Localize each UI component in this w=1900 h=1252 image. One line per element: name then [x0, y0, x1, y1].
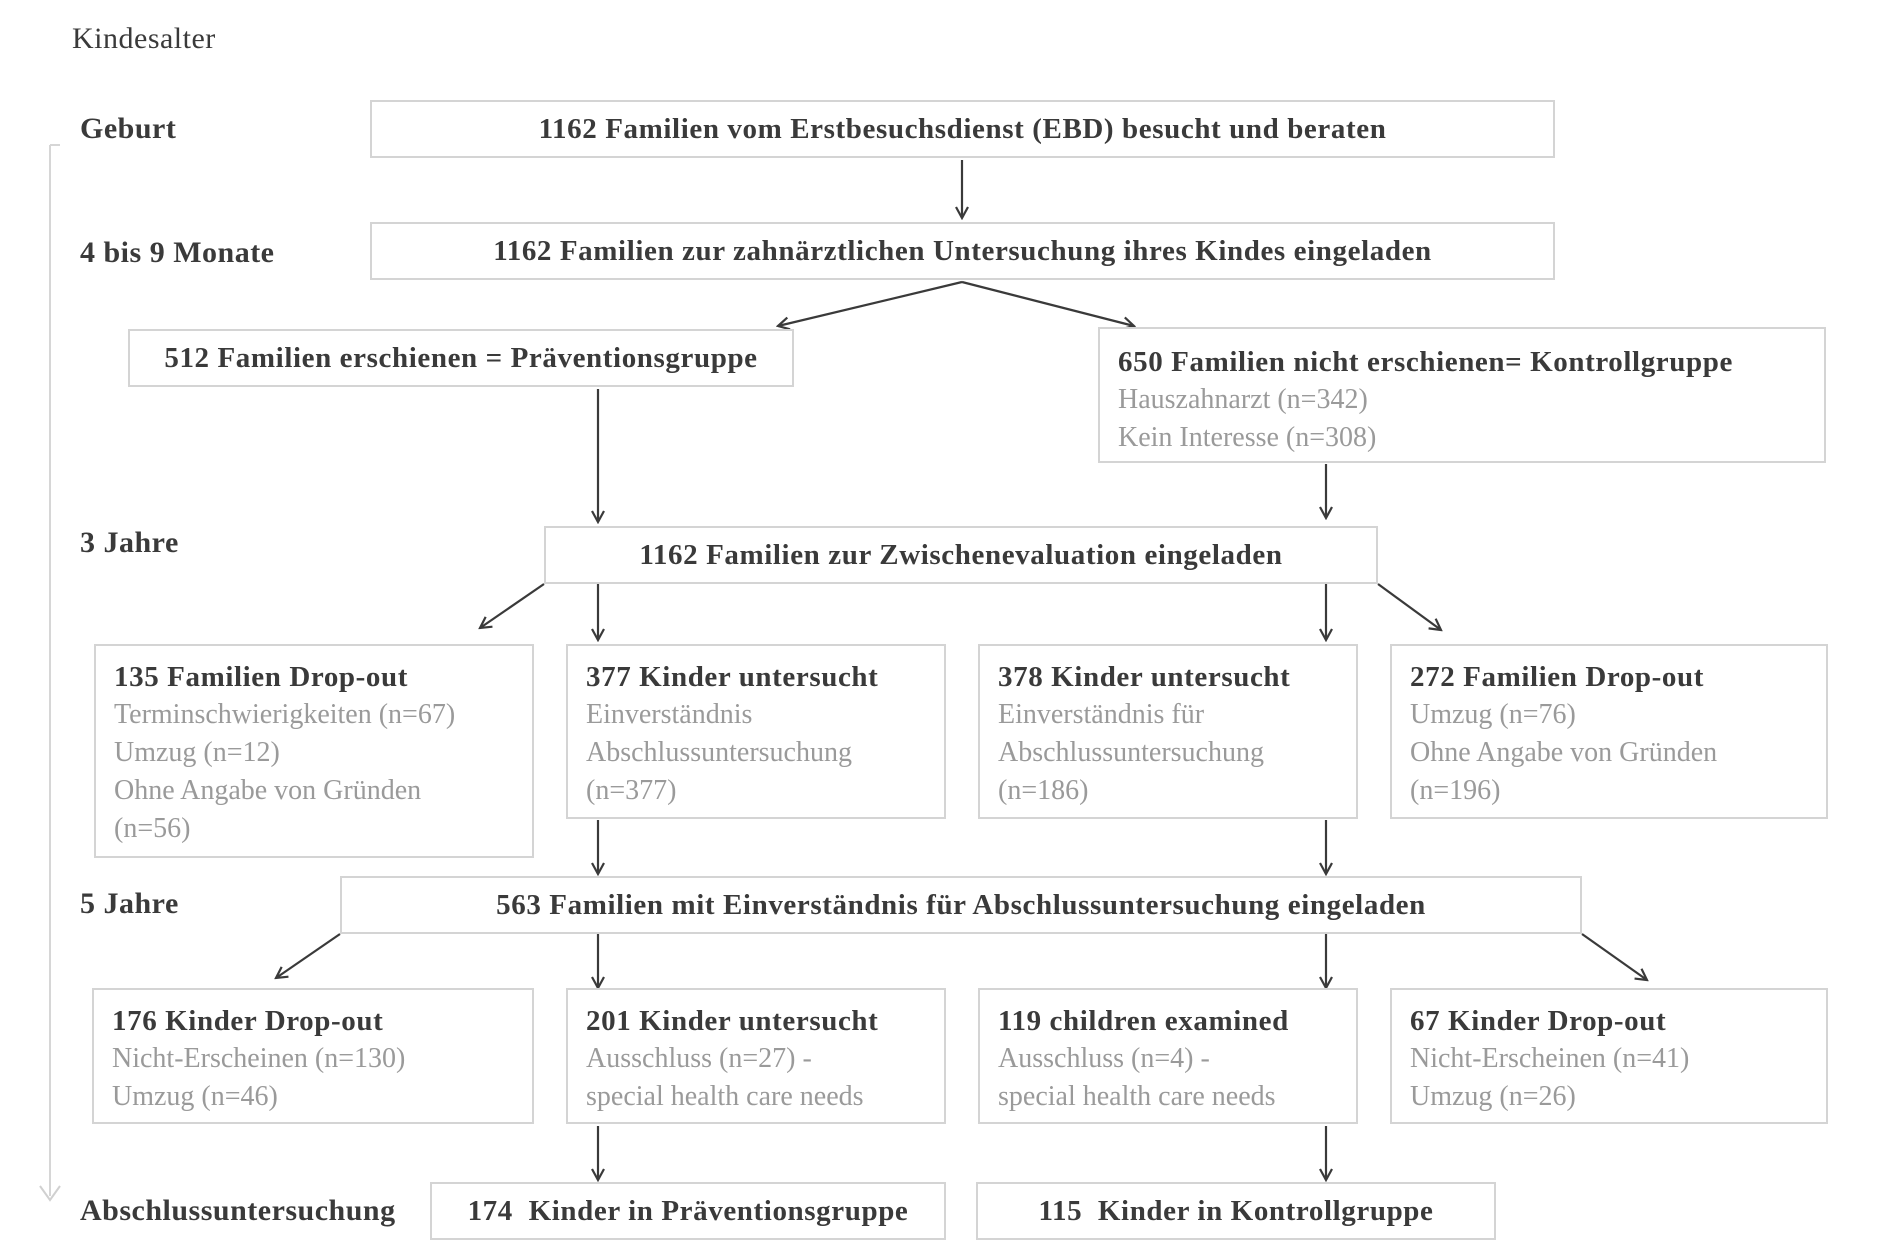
arrow-final-invite-to-dropout-67 [1581, 933, 1647, 980]
box-examined-119: 119 children examined Ausschluss (n=4) -… [978, 988, 1358, 1124]
examined-378-line: Einverständnis für [998, 699, 1205, 730]
examined-378-head: 378 Kinder untersucht [998, 661, 1291, 693]
time-axis-line [49, 144, 60, 1196]
control-group-head: 650 Familien nicht erschienen= Kontrollg… [1118, 346, 1733, 378]
examined-377-line: (n=377) [586, 775, 677, 806]
examined-119-line: special health care needs [998, 1081, 1276, 1112]
examined-378-line: (n=186) [998, 775, 1089, 806]
examined-119-line: Ausschluss (n=4) - [998, 1043, 1210, 1074]
dropout-67-line: Umzug (n=26) [1410, 1081, 1576, 1112]
box-interim-evaluation-text: 1162 Familien zur Zwischenevaluation ein… [639, 538, 1283, 571]
box-examined-378: 378 Kinder untersucht Einverständnis für… [978, 644, 1358, 819]
examined-378-line: Abschlussuntersuchung [998, 737, 1264, 768]
box-examined-201: 201 Kinder untersucht Ausschluss (n=27) … [566, 988, 946, 1124]
stage-label-4-9-months: 4 bis 9 Monate [80, 236, 275, 269]
box-final-control-group: 115 Kinder in Kontrollgruppe [976, 1182, 1496, 1240]
dropout-67-head: 67 Kinder Drop-out [1410, 1005, 1667, 1037]
arrow-interim-to-dropout-272 [1377, 583, 1441, 630]
box-final-exam-invited-text: 563 Familien mit Einverständnis für Absc… [496, 888, 1426, 921]
control-group-line: Kein Interesse (n=308) [1118, 422, 1377, 453]
arrow-invited-to-prevention [778, 280, 963, 326]
arrow-interim-to-dropout-135 [480, 583, 545, 628]
dropout-272-line: Ohne Angabe von Gründen [1410, 737, 1718, 768]
dropout-135-head: 135 Familien Drop-out [114, 661, 409, 693]
arrow-invited-to-control [961, 280, 1134, 326]
box-prevention-group: 512 Familien erschienen = Präventionsgru… [128, 329, 794, 387]
dropout-272-line: Umzug (n=76) [1410, 699, 1576, 730]
dropout-272-head: 272 Familien Drop-out [1410, 661, 1705, 693]
box-final-prevention-group-text: 174 Kinder in Präventionsgruppe [467, 1194, 909, 1227]
examined-377-line: Einverständnis [586, 699, 753, 730]
box-dropout-67: 67 Kinder Drop-out Nicht-Erscheinen (n=4… [1390, 988, 1828, 1124]
axis-title: Kindesalter [72, 22, 216, 55]
dropout-272-line: (n=196) [1410, 775, 1501, 806]
arrow-final-invite-to-dropout-176 [276, 933, 341, 978]
stage-label-birth: Geburt [80, 112, 177, 145]
box-final-prevention-group: 174 Kinder in Präventionsgruppe [430, 1182, 946, 1240]
stage-label-final-exam: Abschlussuntersuchung [80, 1194, 396, 1227]
dropout-135-line: (n=56) [114, 813, 191, 844]
control-group-line: Hauszahnarzt (n=342) [1118, 384, 1368, 415]
dropout-135-line: Ohne Angabe von Gründen [114, 775, 422, 806]
dropout-135-line: Terminschwierigkeiten (n=67) [114, 699, 456, 730]
box-interim-evaluation: 1162 Familien zur Zwischenevaluation ein… [544, 526, 1378, 584]
box-final-control-group-text: 115 Kinder in Kontrollgruppe [1038, 1194, 1434, 1227]
dropout-67-line: Nicht-Erscheinen (n=41) [1410, 1043, 1690, 1074]
box-ebd-visited: 1162 Familien vom Erstbesuchsdienst (EBD… [370, 100, 1555, 158]
examined-201-line: Ausschluss (n=27) - [586, 1043, 812, 1074]
time-axis-arrowhead [39, 1185, 61, 1202]
dropout-176-line: Umzug (n=46) [112, 1081, 278, 1112]
box-ebd-visited-text: 1162 Familien vom Erstbesuchsdienst (EBD… [538, 112, 1387, 145]
box-control-group: 650 Familien nicht erschienen= Kontrollg… [1098, 327, 1826, 463]
examined-377-head: 377 Kinder untersucht [586, 661, 879, 693]
dropout-135-line: Umzug (n=12) [114, 737, 280, 768]
box-invited-dental-exam: 1162 Familien zur zahnärztlichen Untersu… [370, 222, 1555, 280]
box-prevention-group-text: 512 Familien erschienen = Präventionsgru… [164, 341, 758, 374]
box-final-exam-invited: 563 Familien mit Einverständnis für Absc… [340, 876, 1582, 934]
dropout-176-head: 176 Kinder Drop-out [112, 1005, 384, 1037]
stage-label-3-years: 3 Jahre [80, 526, 179, 559]
examined-201-line: special health care needs [586, 1081, 864, 1112]
box-dropout-135: 135 Familien Drop-out Terminschwierigkei… [94, 644, 534, 858]
examined-119-head: 119 children examined [998, 1005, 1289, 1037]
box-dropout-176: 176 Kinder Drop-out Nicht-Erscheinen (n=… [92, 988, 534, 1124]
box-invited-dental-exam-text: 1162 Familien zur zahnärztlichen Untersu… [493, 234, 1432, 267]
box-examined-377: 377 Kinder untersucht Einverständnis Abs… [566, 644, 946, 819]
stage-label-5-years: 5 Jahre [80, 887, 179, 920]
examined-201-head: 201 Kinder untersucht [586, 1005, 879, 1037]
dropout-176-line: Nicht-Erscheinen (n=130) [112, 1043, 406, 1074]
examined-377-line: Abschlussuntersuchung [586, 737, 852, 768]
box-dropout-272: 272 Familien Drop-out Umzug (n=76) Ohne … [1390, 644, 1828, 819]
